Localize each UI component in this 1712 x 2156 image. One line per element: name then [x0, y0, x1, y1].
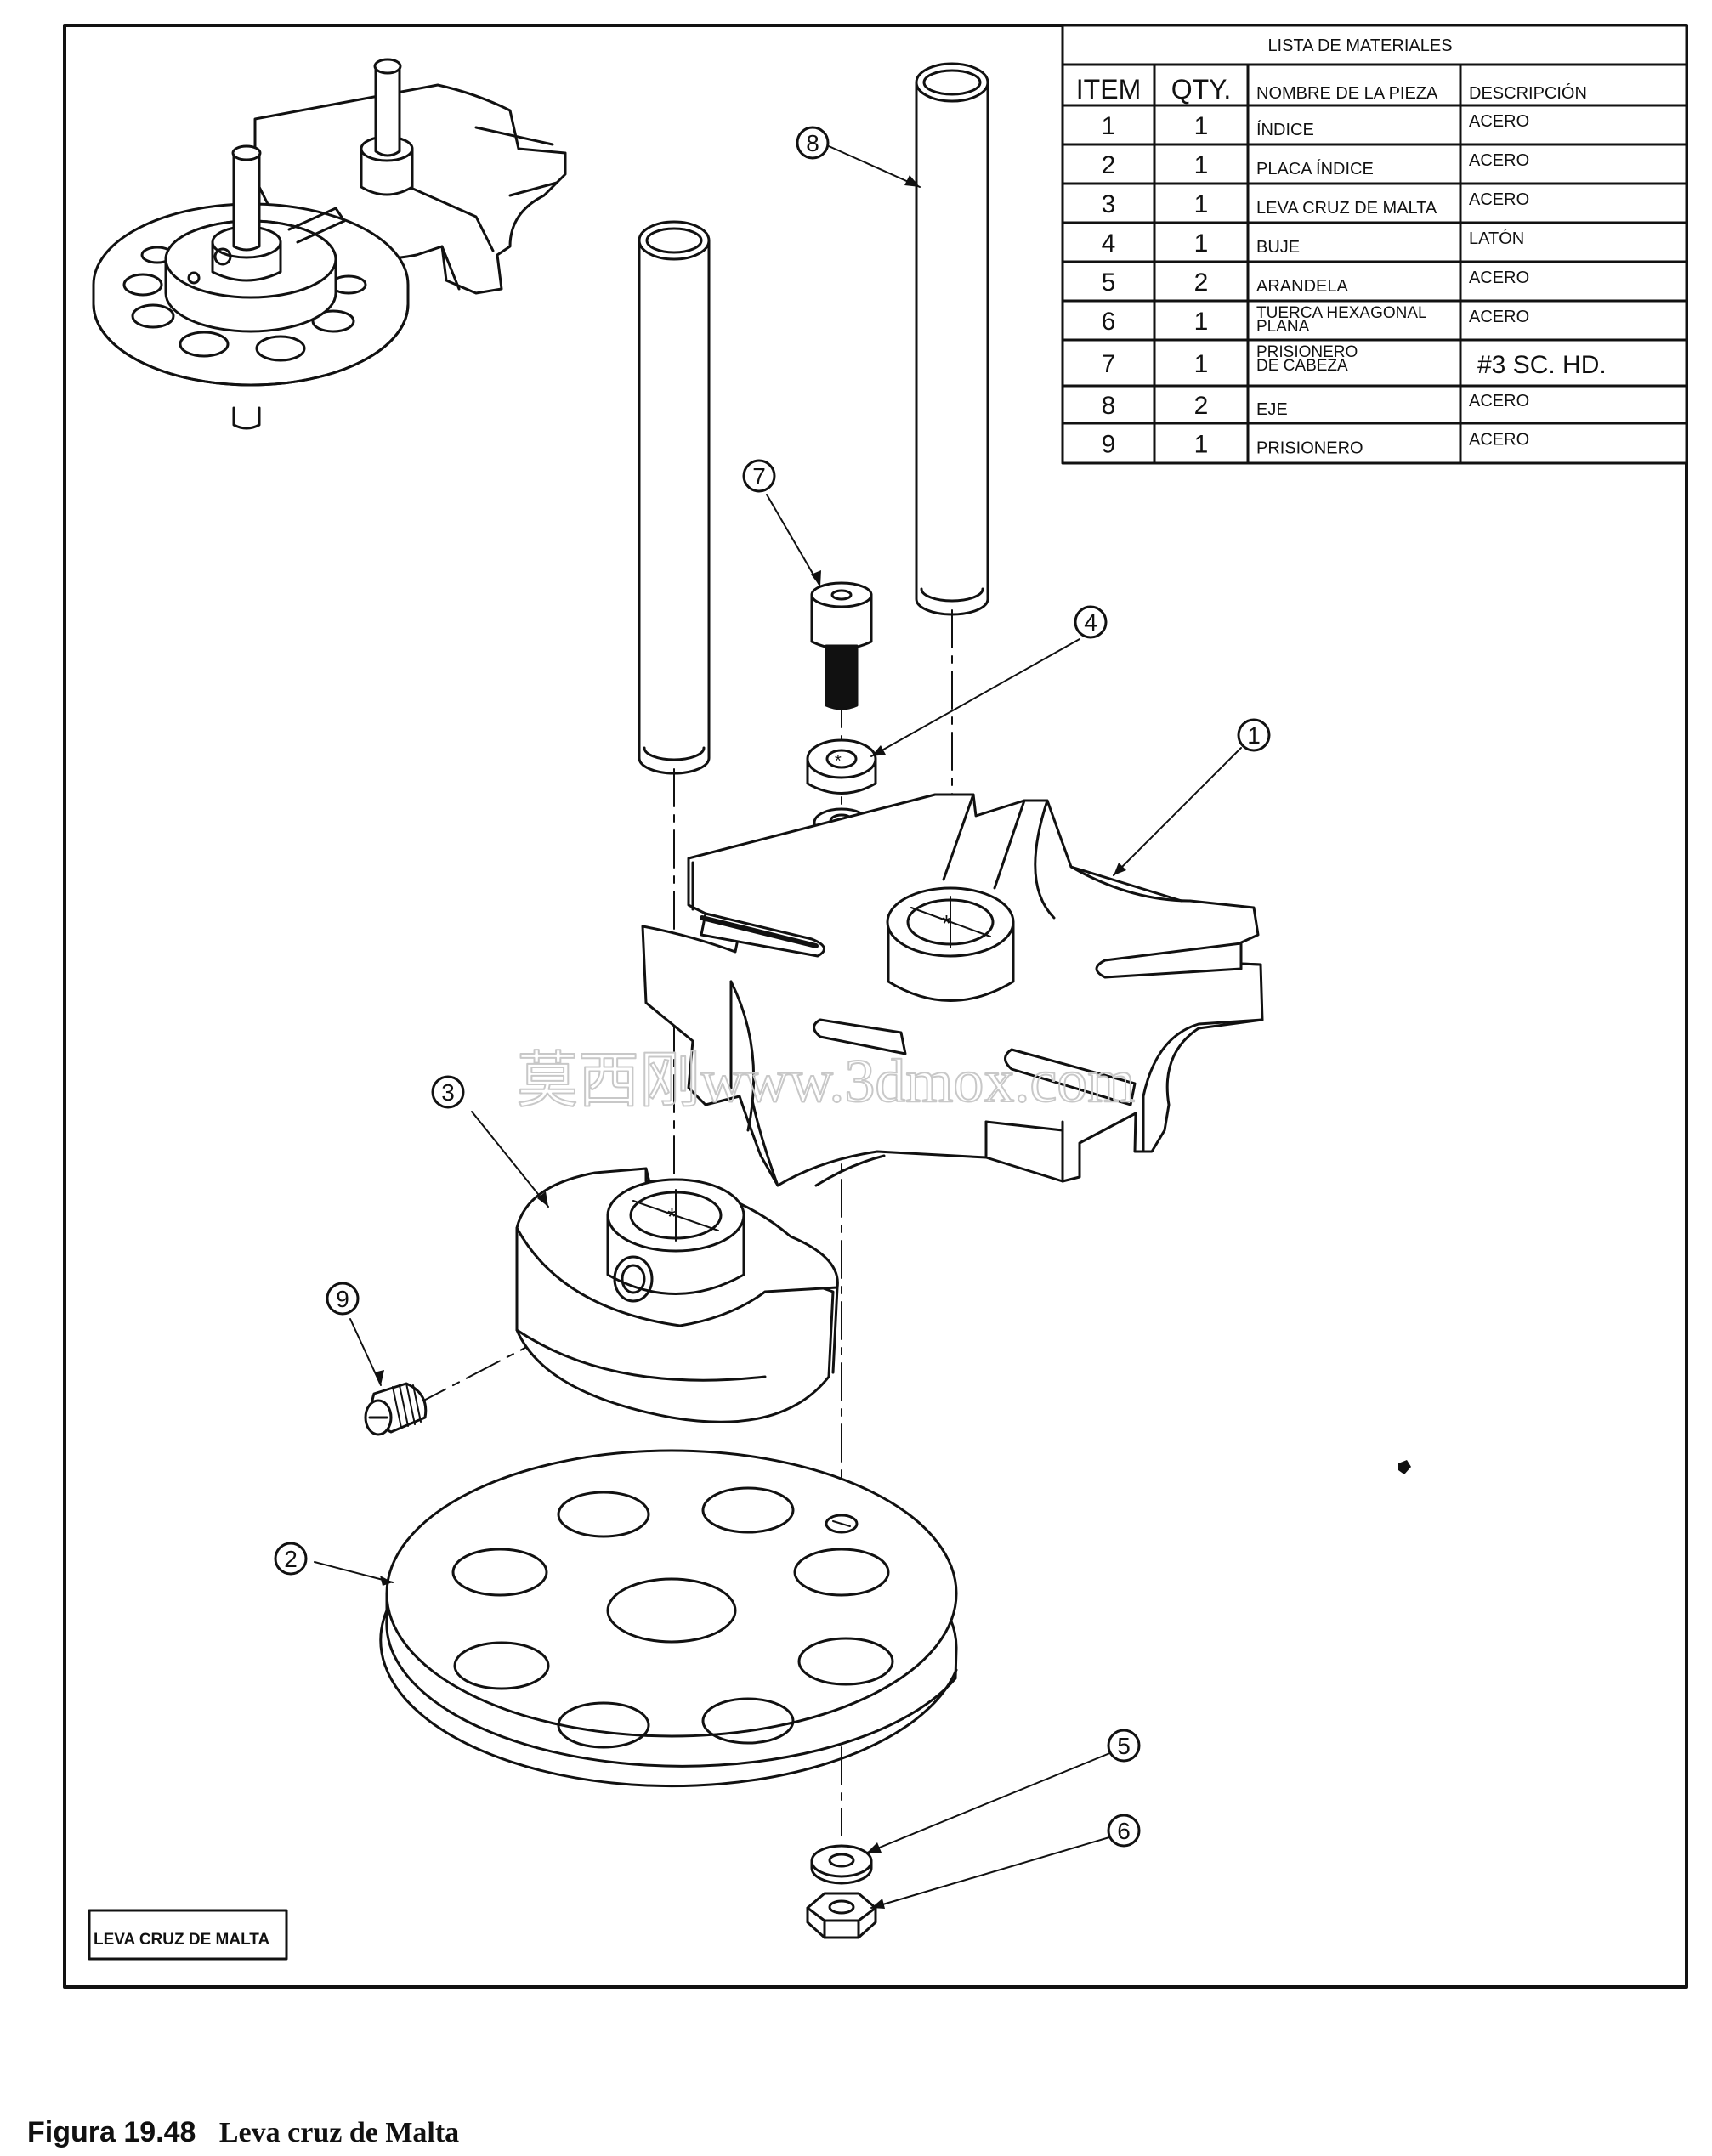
balloon-number: 7: [752, 463, 766, 489]
cap-screw: [810, 581, 873, 710]
bom-header-cell: DESCRIPCIÓN: [1469, 83, 1587, 103]
shaft-right: [915, 62, 989, 616]
balloon-1: 1: [1237, 718, 1271, 752]
leaders: [314, 145, 1242, 1909]
balloon-circle: [326, 1282, 360, 1316]
balloon-number: 4: [1084, 609, 1097, 636]
bom-qty-cell: 1: [1194, 112, 1209, 140]
balloon-circle: [742, 459, 776, 493]
leader-arrows: [374, 175, 1126, 1909]
title-block: LEVA CRUZ DE MALTA: [88, 1909, 288, 1961]
maltese-cam: *: [515, 1167, 839, 1423]
balloon-number: 9: [336, 1286, 349, 1312]
bom-qty-cell: 1: [1194, 350, 1209, 378]
shaft-left: [638, 220, 711, 775]
balloon-number: 6: [1117, 1818, 1131, 1844]
svg-text:*: *: [942, 910, 951, 937]
balloon-2: 2: [274, 1542, 308, 1576]
svg-text:*: *: [835, 752, 842, 771]
balloon-5: 5: [1107, 1729, 1141, 1763]
balloon-circle: [274, 1542, 308, 1576]
balloon-circle: [431, 1075, 465, 1109]
bom-name-cell: ARANDELA: [1256, 277, 1348, 296]
bom-desc-cell: ACERO: [1469, 151, 1529, 170]
assembled-view: [92, 58, 567, 430]
balloon-4: 4: [1074, 605, 1108, 639]
figure-title: Leva cruz de Malta: [218, 2117, 460, 2148]
balloon-number: 8: [806, 130, 819, 156]
drawing-border: [63, 24, 1688, 1989]
bom-qty-cell: 1: [1194, 431, 1209, 459]
balloon-circle: [1237, 718, 1271, 752]
bom-name-cell: PLANA: [1256, 318, 1310, 336]
bom-name-cell: PRISIONERO: [1256, 343, 1358, 361]
bom-qty-cell: 2: [1194, 269, 1209, 297]
balloon-number: 5: [1117, 1733, 1131, 1759]
bom-item-cell: 8: [1102, 392, 1116, 420]
bushing: *: [806, 738, 877, 795]
bom-item-cell: 7: [1102, 350, 1116, 378]
bom-desc-cell: ACERO: [1469, 392, 1529, 410]
washer-lower: [810, 1844, 873, 1885]
stray-mark: [1398, 1460, 1411, 1474]
balloon-circle: [796, 126, 830, 160]
balloon-number: 1: [1247, 722, 1261, 749]
bom-item-cell: 1: [1102, 112, 1116, 140]
bom-qty-cell: 1: [1194, 308, 1209, 336]
bom-qty-cell: 1: [1194, 190, 1209, 218]
bom-desc-cell: ACERO: [1469, 112, 1529, 131]
title-block-text: LEVA CRUZ DE MALTA: [94, 1931, 269, 1949]
balloon-6: 6: [1107, 1814, 1141, 1848]
bom-name-cell: BUJE: [1256, 238, 1300, 257]
bom-item-cell: 6: [1102, 308, 1116, 336]
bom-name-cell: TUERCA HEXAGONAL: [1256, 304, 1427, 322]
balloon-number: 2: [284, 1546, 298, 1572]
bom-qty-cell: 2: [1194, 392, 1209, 420]
bom-desc-cell: ACERO: [1469, 431, 1529, 450]
index-plate: [379, 1449, 958, 1788]
bom-name-cell: PLACA ÍNDICE: [1256, 159, 1374, 178]
bom-desc-cell: ACERO: [1469, 190, 1529, 209]
bom-qty-cell: 1: [1194, 151, 1209, 179]
balloon-group: 1 2 3 4 5 6 7 8 9: [274, 126, 1271, 1848]
svg-text:*: *: [667, 1203, 677, 1230]
bom-name-cell: ÍNDICE: [1256, 120, 1314, 139]
set-screw: [364, 1382, 428, 1436]
bom-header-cell: QTY.: [1171, 74, 1232, 105]
balloon-8: 8: [796, 126, 830, 160]
bom-name-cell: LEVA CRUZ DE MALTA: [1256, 199, 1437, 218]
bom-header-cell: ITEM: [1076, 74, 1141, 105]
balloon-3: 3: [431, 1075, 465, 1109]
watermark: 莫西刚www.3dmox.com: [517, 1047, 1135, 1115]
figure-number: Figura 19.48: [27, 2116, 196, 2148]
balloon-9: 9: [326, 1282, 360, 1316]
bom-item-cell: 2: [1102, 151, 1116, 179]
bom-desc-cell: LATÓN: [1469, 229, 1524, 248]
bom-item-cell: 3: [1102, 190, 1116, 218]
bom-item-cell: 5: [1102, 269, 1116, 297]
bill-of-materials: LISTA DE MATERIALES ITEM QTY. NOMBRE DE LA …: [1061, 24, 1688, 465]
hex-nut: [806, 1892, 877, 1939]
bom-name-cell: DE CABEZA: [1256, 357, 1348, 375]
bom-desc-cell: #3 SC. HD.: [1477, 351, 1607, 379]
bom-item-cell: 4: [1102, 229, 1116, 257]
balloon-circle: [1074, 605, 1108, 639]
figure-caption: Figura 19.48 Leva cruz de Malta: [27, 2116, 459, 2149]
bom-item-cell: 9: [1102, 431, 1116, 459]
balloon-7: 7: [742, 459, 776, 493]
bom-header-cell: NOMBRE DE LA PIEZA: [1256, 84, 1438, 103]
bom-desc-cell: ACERO: [1469, 308, 1529, 326]
geneva-wheel: *: [641, 793, 1264, 1187]
balloon-circle: [1107, 1729, 1141, 1763]
bom-desc-cell: ACERO: [1469, 269, 1529, 287]
bom-qty-cell: 1: [1194, 229, 1209, 257]
bom-name-cell: EJE: [1256, 400, 1288, 419]
balloon-circle: [1107, 1814, 1141, 1848]
bom-title: LISTA DE MATERIALES: [1267, 37, 1452, 55]
balloon-number: 3: [441, 1079, 455, 1106]
bom-name-cell: PRISIONERO: [1256, 439, 1363, 458]
